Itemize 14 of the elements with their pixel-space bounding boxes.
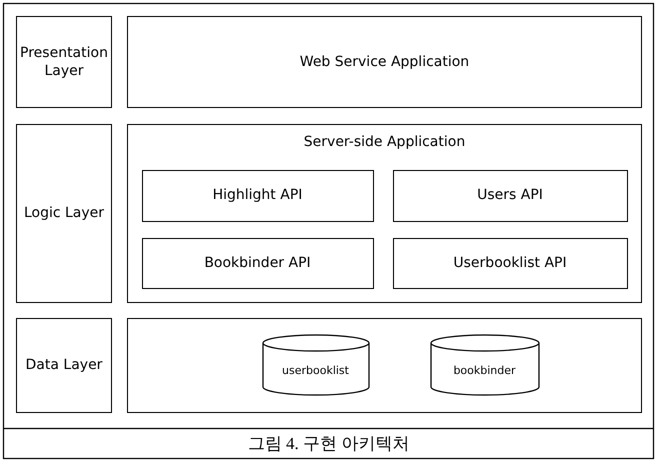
api-box: Bookbinder API — [142, 238, 374, 288]
application-box — [127, 124, 642, 303]
layer-box: Logic Layer — [16, 124, 112, 303]
box-heading: Server-side Application — [302, 133, 466, 152]
layer-box: Presentation Layer — [16, 16, 112, 108]
storage-panel — [127, 318, 642, 413]
database-cylinder: bookbinder — [430, 334, 540, 396]
database-cylinder: userbooklist — [262, 334, 370, 396]
layer-box: Data Layer — [16, 318, 112, 413]
application-box: Web Service Application — [127, 16, 642, 108]
api-box: Userbooklist API — [392, 238, 628, 288]
caption: 그림 4. 구현 아키텍처 — [248, 433, 410, 455]
api-box: Highlight API — [142, 170, 374, 222]
api-box: Users API — [392, 170, 628, 222]
